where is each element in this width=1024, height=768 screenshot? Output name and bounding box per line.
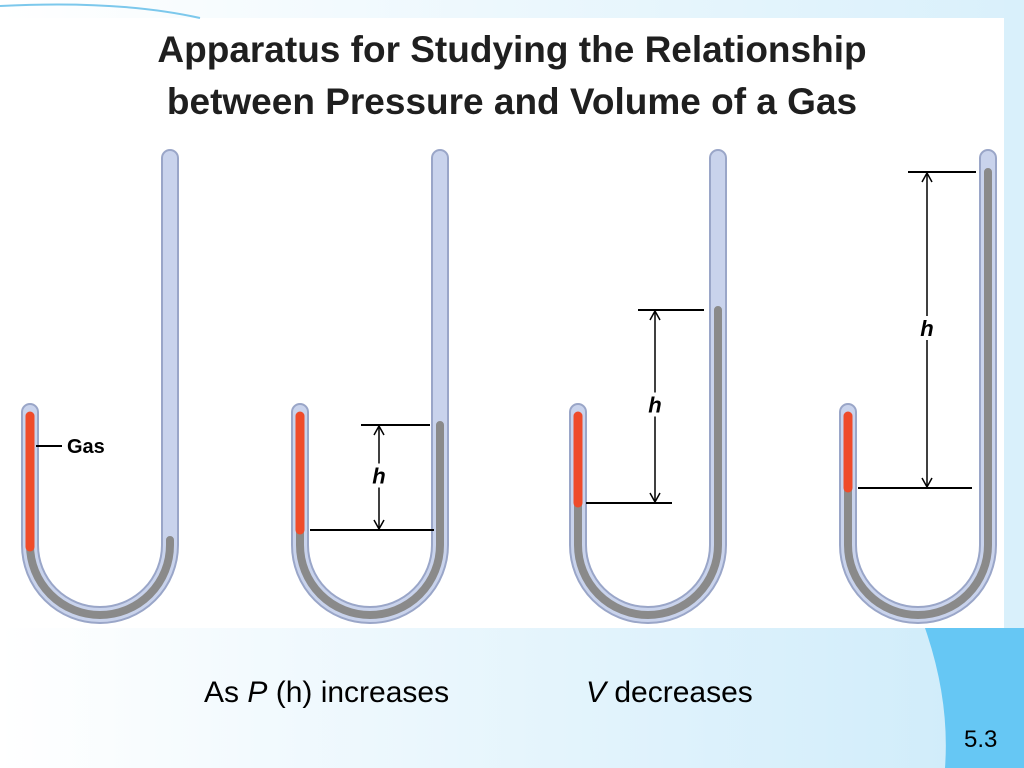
u-tube-3 (569, 149, 727, 624)
mercury-column (844, 168, 992, 619)
slide-title: Apparatus for Studying the Relationship … (40, 24, 984, 128)
tube-outline (291, 149, 449, 624)
corner-accent (925, 628, 1024, 768)
tube-glass (293, 151, 447, 622)
mercury-column (296, 421, 444, 619)
tube-outline (569, 149, 727, 624)
u-tube-4 (839, 149, 997, 624)
tube-glass (841, 151, 995, 622)
arrowhead-down (921, 477, 933, 489)
title-line-2: between Pressure and Volume of a Gas (166, 81, 858, 122)
gas-label-group: Gas (36, 436, 105, 458)
u-tubes (21, 149, 997, 624)
u-tube-2 (291, 149, 449, 624)
h-label: h (920, 316, 933, 341)
slide-number: 5.3 (964, 726, 998, 753)
caption-decreases: decreases (606, 676, 753, 709)
mercury-column (26, 536, 174, 619)
bottom-band (0, 628, 1024, 768)
right-band (1004, 0, 1024, 768)
tube-outline (21, 149, 179, 624)
height-marker-2: h (310, 424, 434, 531)
caption-pressure: As P (h) increases (204, 676, 449, 710)
height-marker-4: h (858, 171, 976, 489)
gas-label: Gas (67, 436, 105, 458)
h-label: h (372, 464, 385, 489)
caption-increases: (h) increases (267, 676, 450, 709)
title-line-1: Apparatus for Studying the Relationship (157, 29, 867, 70)
tube-glass (571, 151, 725, 622)
arrowhead-up (921, 171, 933, 183)
height-marker-3: h (586, 309, 704, 504)
u-tube-1 (21, 149, 179, 624)
tube-outline (839, 149, 997, 624)
caption-volume: V decreases (586, 676, 753, 710)
arrowhead-up (649, 309, 661, 321)
arrowhead-down (649, 492, 661, 504)
top-swoosh (0, 3, 201, 19)
h-label: h (648, 393, 661, 418)
h-label-bg (646, 392, 664, 417)
arrowhead-down (373, 519, 385, 531)
top-band (0, 0, 1024, 18)
h-label-bg (370, 463, 388, 488)
caption-p-var: P (247, 676, 268, 709)
mercury-column (574, 306, 722, 619)
arrowhead-up (373, 424, 385, 436)
caption-prefix: As (204, 676, 248, 709)
caption-v-var: V (586, 676, 607, 709)
h-label-bg (918, 316, 936, 340)
tube-glass (23, 151, 177, 622)
